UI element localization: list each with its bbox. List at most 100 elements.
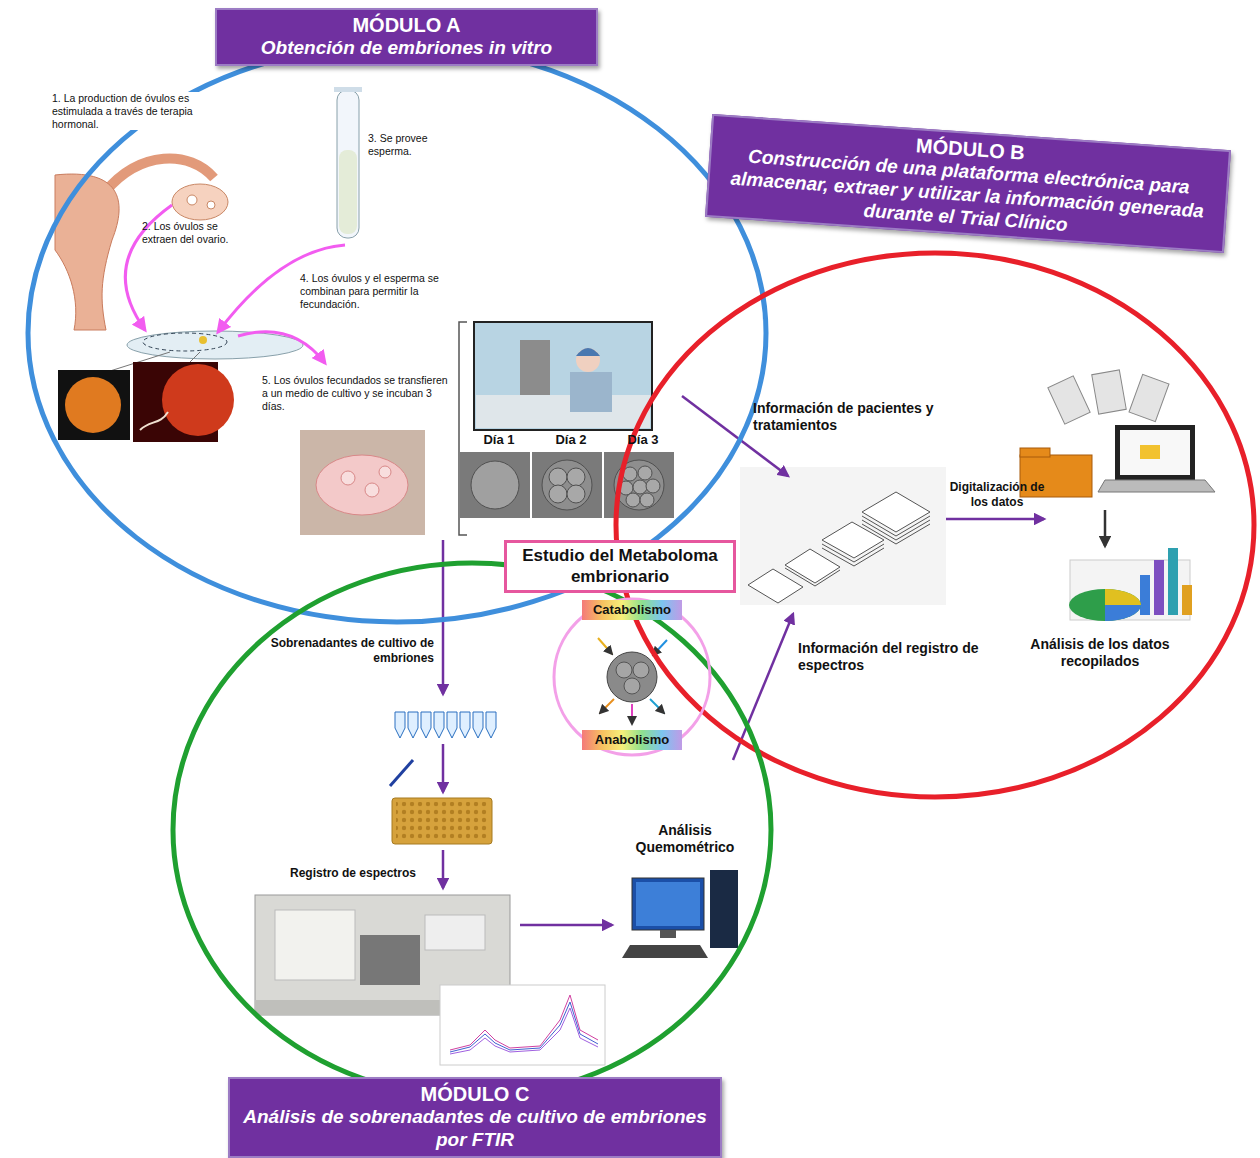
operator-head: [576, 348, 600, 372]
module-subtitle: Análisis de sobrenadantes de cultivo de …: [240, 1106, 710, 1152]
sheet-edge: [785, 568, 840, 586]
bar: [1140, 575, 1150, 615]
blastomere: [646, 479, 660, 493]
metabolism-outline: [554, 599, 710, 755]
annotation-label: Sobrenadantes de cultivo de embriones: [262, 636, 434, 665]
test-tube: [334, 87, 362, 238]
spectrum: [450, 1008, 598, 1054]
tube: [473, 712, 483, 738]
instrument-panel: [275, 910, 355, 980]
topic-box: Estudio del Metaboloma embrionario: [504, 540, 736, 593]
monitor: [632, 878, 704, 930]
tube: [434, 712, 444, 738]
bar: [1154, 560, 1164, 615]
sheet: [785, 549, 840, 583]
paper: [1092, 370, 1127, 414]
pie-slice: [1105, 605, 1141, 621]
spectra-graph: [440, 985, 605, 1065]
blastomere: [640, 493, 654, 507]
uterus: [55, 174, 119, 330]
annotation-label: Análisis de los datos recopilados: [1025, 636, 1175, 670]
sample-tubes: [395, 712, 496, 738]
flux-arrow: [598, 638, 612, 654]
blastomere: [567, 468, 585, 486]
ovary: [172, 184, 228, 220]
annotation-label: Día 2: [540, 432, 602, 448]
digital-storage-icon: [1020, 370, 1215, 497]
follicle: [187, 195, 197, 205]
drop: [341, 471, 355, 485]
flow-arrow: [442, 850, 445, 888]
pie: [1069, 589, 1141, 621]
folder-tab: [1020, 448, 1050, 457]
bar: [1182, 585, 1192, 615]
annotation-label: Análisis Quemométrico: [620, 822, 750, 856]
metabolome-embryo: [598, 638, 667, 724]
module-banner: MÓDULO CAnálisis de sobrenadantes de cul…: [228, 1077, 722, 1158]
sample-plate: [392, 798, 492, 844]
module-subtitle: Obtención de embriones in vitro: [227, 37, 586, 60]
laptop-base: [1098, 480, 1215, 492]
circle-outline: [616, 253, 1254, 797]
tube-rim: [334, 87, 362, 92]
instrument-lid: [425, 915, 485, 950]
module-title: MÓDULO A: [227, 13, 586, 37]
tube-glass: [337, 90, 359, 238]
process-tag: Catabolismo: [582, 600, 682, 620]
operator-body: [570, 372, 612, 412]
tube: [447, 712, 457, 738]
bar: [1168, 548, 1178, 615]
flow-arrow: [946, 518, 1044, 521]
paper: [1129, 374, 1169, 421]
folder-icon: [1140, 445, 1160, 459]
spectrum: [450, 995, 598, 1050]
annotation-label: Digitalización de los datos: [948, 480, 1046, 509]
tube: [460, 712, 470, 738]
sperm: [140, 412, 168, 430]
annotation-label: Información de pacientes y tratamientos: [753, 400, 965, 434]
module-title: MÓDULO C: [240, 1082, 710, 1106]
flux-arrow: [650, 699, 664, 713]
process-tag: Anabolismo: [582, 730, 682, 750]
keyboard: [622, 945, 708, 958]
pie-slice: [1105, 589, 1141, 605]
embryo: [607, 652, 657, 702]
flux-arrow: [631, 704, 633, 724]
drop: [379, 466, 391, 478]
flow-arrow: [520, 924, 612, 927]
blastomere: [626, 493, 640, 507]
step-arrow: [238, 332, 325, 363]
photo-frame: [58, 370, 130, 440]
zygote: [471, 461, 519, 509]
embryo: [542, 460, 592, 510]
sheet-edge: [822, 544, 884, 566]
blastomere: [549, 485, 567, 503]
topic-title: Estudio del Metaboloma embrionario: [515, 546, 725, 587]
annotation-label: 3. Se provee esperma.: [368, 132, 450, 158]
circle-outline: [28, 44, 766, 622]
culture-dish: [316, 455, 408, 515]
paper-stack: [740, 467, 946, 605]
laptop-display: [1120, 430, 1190, 475]
monitor-screen: [636, 882, 700, 926]
dish-zone: [143, 333, 227, 351]
blastomere: [633, 662, 649, 678]
flow-arrow: [733, 614, 793, 760]
sample-module: [360, 935, 420, 985]
follicle: [207, 201, 215, 209]
photo-frame: [474, 322, 652, 430]
annotation-label: Día 3: [612, 432, 674, 448]
embryo-photo: [460, 452, 530, 518]
oocyte: [162, 364, 234, 436]
annotation-label: 4. Los óvulos y el esperma se combinan p…: [300, 272, 480, 310]
flux-arrow: [600, 699, 614, 713]
module-banner: MÓDULO AObtención de embriones in vitro: [215, 8, 598, 66]
annotation-label: 5. Los óvulos fecundados se transfieren …: [262, 374, 450, 412]
spectrum: [450, 1002, 598, 1052]
drop: [365, 483, 379, 497]
blastomere: [624, 678, 640, 694]
tower: [710, 870, 738, 948]
blastomere: [549, 468, 567, 486]
tube: [421, 712, 431, 738]
